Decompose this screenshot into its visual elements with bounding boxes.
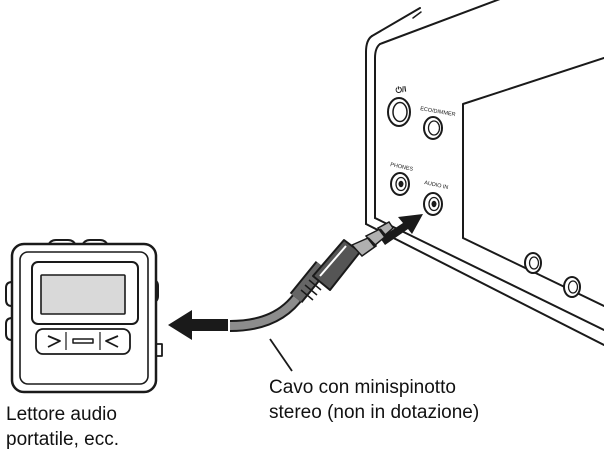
power-label: ⏻/I (395, 85, 407, 95)
power-button (387, 97, 411, 127)
player-arrow-icon (168, 310, 228, 340)
audio-in-label: AUDIO IN (424, 180, 449, 191)
phones-label: PHONES (390, 162, 414, 173)
cable-callout-line (269, 338, 293, 372)
cable-caption-line2: stereo (non in dotazione) (269, 402, 480, 423)
player-caption-line2: portatile, ecc. (6, 429, 119, 450)
main-unit-front-edge (365, 35, 373, 225)
portable-audio-player (5, 239, 163, 394)
control-knob-1 (524, 252, 542, 274)
stereo-mini-plug-cable (229, 221, 394, 332)
eco-dimmer-button (423, 116, 443, 140)
main-unit-bottom-edge (365, 223, 604, 346)
main-unit (365, 0, 604, 346)
control-knob-2 (563, 276, 581, 298)
audio-in-jack (423, 192, 443, 216)
phones-jack (390, 172, 410, 196)
insert-arrow-icon (380, 214, 423, 245)
cable-caption-line1: Cavo con minispinotto (269, 377, 456, 398)
eco-dimmer-label: ECO/DIMMER (420, 106, 456, 118)
main-unit-top (371, 7, 421, 37)
player-caption-line1: Lettore audio (6, 404, 117, 425)
